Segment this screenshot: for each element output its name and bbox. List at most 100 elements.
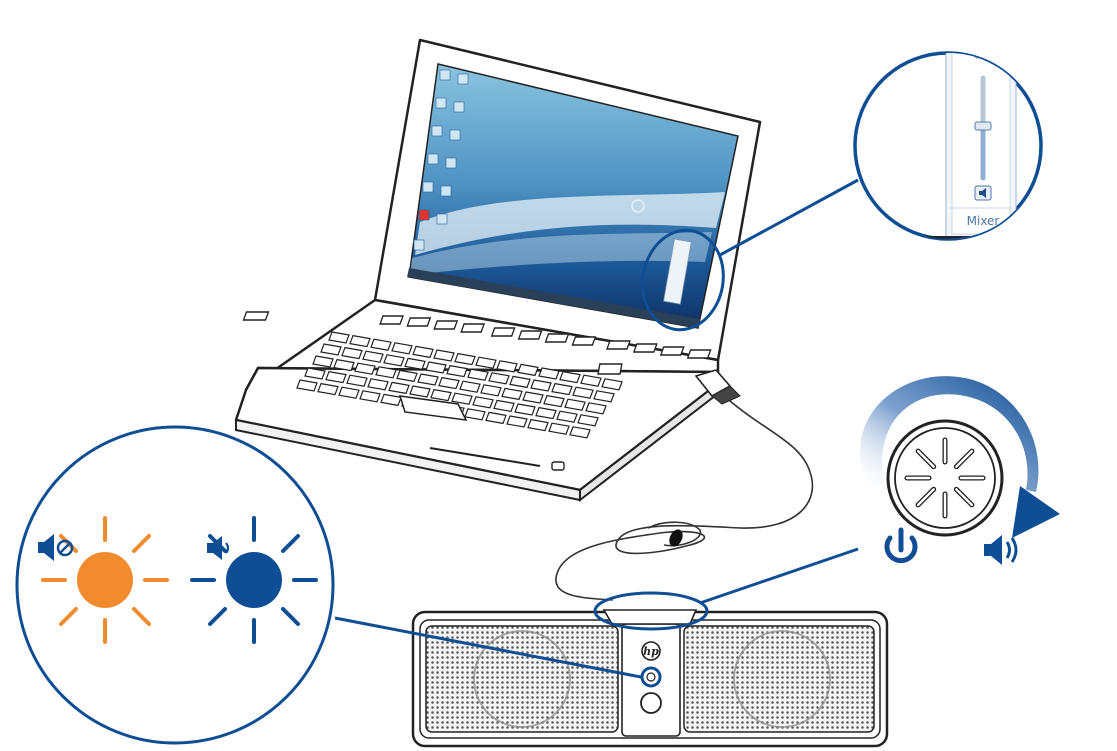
keyboard-key xyxy=(349,334,371,348)
mute-icon xyxy=(38,534,74,561)
led-muted-orange xyxy=(41,516,169,644)
keyboard-key xyxy=(543,394,565,408)
keyboard-key xyxy=(296,379,318,392)
keyboard-key xyxy=(370,338,392,351)
tray-network-icon[interactable] xyxy=(958,240,966,249)
keyboard-key xyxy=(488,372,510,385)
volume-knob-icon xyxy=(860,376,1060,538)
led-state-callout xyxy=(15,425,335,745)
tray-volume-icon[interactable] xyxy=(980,239,986,249)
keyboard-key xyxy=(506,415,528,428)
keyboard-key xyxy=(362,350,384,363)
keyboard-key xyxy=(538,367,560,380)
keyboard-key xyxy=(391,342,413,355)
keyboard-key xyxy=(346,374,368,387)
knob-tick xyxy=(955,488,974,507)
keyboard-key xyxy=(312,355,334,368)
keyboard-key xyxy=(338,386,360,399)
keyboard-key xyxy=(559,370,581,384)
keyboard-key xyxy=(383,354,405,367)
keyboard-key xyxy=(535,406,557,420)
tray-display-icon[interactable] xyxy=(968,240,976,249)
keyboard-key xyxy=(446,364,468,378)
speaker-device-icon xyxy=(974,53,992,59)
keyboard-key xyxy=(320,343,342,356)
keyboard-key xyxy=(577,414,599,427)
keyboard-key xyxy=(467,368,489,381)
keyboard-key xyxy=(501,387,523,401)
keyboard-key xyxy=(396,369,418,383)
keyboard-key xyxy=(388,381,410,395)
keyboard-key xyxy=(530,379,552,392)
taskbar-strip xyxy=(855,236,1041,239)
mixer-link[interactable]: Mixer xyxy=(967,214,1000,228)
keyboard-key xyxy=(496,360,518,373)
usb-cable-icon xyxy=(553,369,815,603)
volume-mixer-callout: Mixer 10:31 xyxy=(853,51,1043,252)
keyboard-key xyxy=(304,367,326,380)
keyboard-key xyxy=(585,402,607,415)
keyboard-key xyxy=(433,349,455,362)
keyboard-key xyxy=(459,380,481,393)
mute-toggle-button[interactable] xyxy=(974,185,992,201)
keyboard-key xyxy=(412,345,434,359)
keyboard-key xyxy=(454,352,476,366)
speaker-icon: hp xyxy=(411,609,889,748)
laptop-tray-callout xyxy=(641,228,725,332)
speaker-grille-right xyxy=(683,625,875,733)
volume-up-icon xyxy=(984,535,1018,565)
laptop-icon xyxy=(234,38,762,503)
speaker-grille-left xyxy=(425,625,619,733)
keyboard-key xyxy=(317,382,339,396)
keyboard-key xyxy=(425,361,447,374)
keyboard-key xyxy=(354,362,376,375)
keyboard-key xyxy=(569,426,591,439)
keyboard-key xyxy=(564,398,586,411)
keyboard-key xyxy=(438,376,460,390)
keyboard-key xyxy=(485,411,507,425)
taskbar-clock: 10:31 xyxy=(993,241,1018,252)
keyboard-key xyxy=(464,408,486,421)
keyboard-key xyxy=(551,382,573,396)
keyboard-key xyxy=(404,357,426,371)
keyboard-key xyxy=(341,346,363,360)
keyboard-key xyxy=(430,388,452,402)
keyboard-key xyxy=(480,384,502,397)
laptop-touchpad xyxy=(398,395,468,421)
keyboard-key xyxy=(380,393,402,407)
keyboard-key xyxy=(325,370,347,384)
laptop-function-keys xyxy=(242,311,712,359)
keyboard-key xyxy=(514,403,536,416)
knob-tick xyxy=(916,488,935,507)
keyboard-key xyxy=(509,375,531,389)
tray-app-icon xyxy=(938,241,946,249)
volume-low-icon xyxy=(207,536,230,560)
keyboard-key xyxy=(375,366,397,379)
led-active-blue xyxy=(190,516,318,644)
keyboard-key xyxy=(417,373,439,386)
keyboard-key xyxy=(333,358,355,372)
keyboard-key xyxy=(367,378,389,391)
keyboard-key xyxy=(572,386,594,399)
speaker-volume-knob[interactable] xyxy=(640,692,662,714)
hp-logo-icon: hp xyxy=(641,641,661,661)
keyboard-key xyxy=(451,392,473,405)
keyboard-key xyxy=(527,418,549,432)
keyboard-key xyxy=(517,363,539,377)
keyboard-key xyxy=(593,390,615,403)
speaker-top-callout xyxy=(593,591,709,631)
keyboard-key xyxy=(548,422,570,435)
power-icon xyxy=(884,527,918,564)
keyboard-key xyxy=(493,399,515,413)
keyboard-key xyxy=(409,385,431,398)
keyboard-key xyxy=(328,331,350,344)
knob-tick xyxy=(955,449,974,468)
keyboard-key xyxy=(580,374,602,387)
keyboard-key xyxy=(556,410,578,423)
laptop-keyboard xyxy=(296,331,623,439)
svg-text:hp: hp xyxy=(643,645,659,658)
volume-slider-thumb[interactable] xyxy=(974,121,992,131)
keyboard-key xyxy=(359,390,381,403)
keyboard-key xyxy=(601,378,623,391)
